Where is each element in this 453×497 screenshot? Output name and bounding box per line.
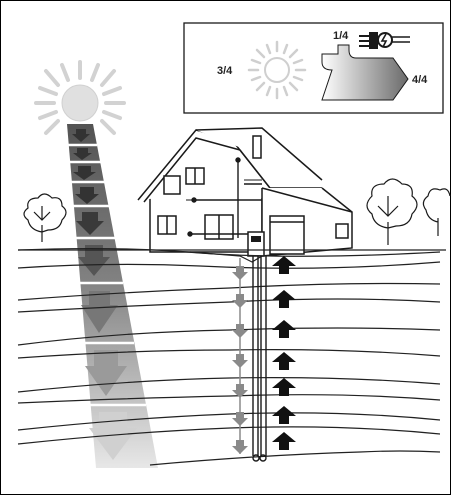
- fraction-output-label: 4/4: [412, 74, 427, 86]
- house-icon: [138, 128, 352, 256]
- fraction-electric-label: 1/4: [333, 30, 348, 42]
- tree-icon: [367, 179, 417, 245]
- heat-pump-unit-icon: [248, 232, 264, 256]
- tree-icon: [423, 189, 450, 236]
- tree-icon: [24, 194, 66, 242]
- sun-icon: [36, 62, 124, 133]
- fraction-ambient-label: 3/4: [217, 65, 232, 77]
